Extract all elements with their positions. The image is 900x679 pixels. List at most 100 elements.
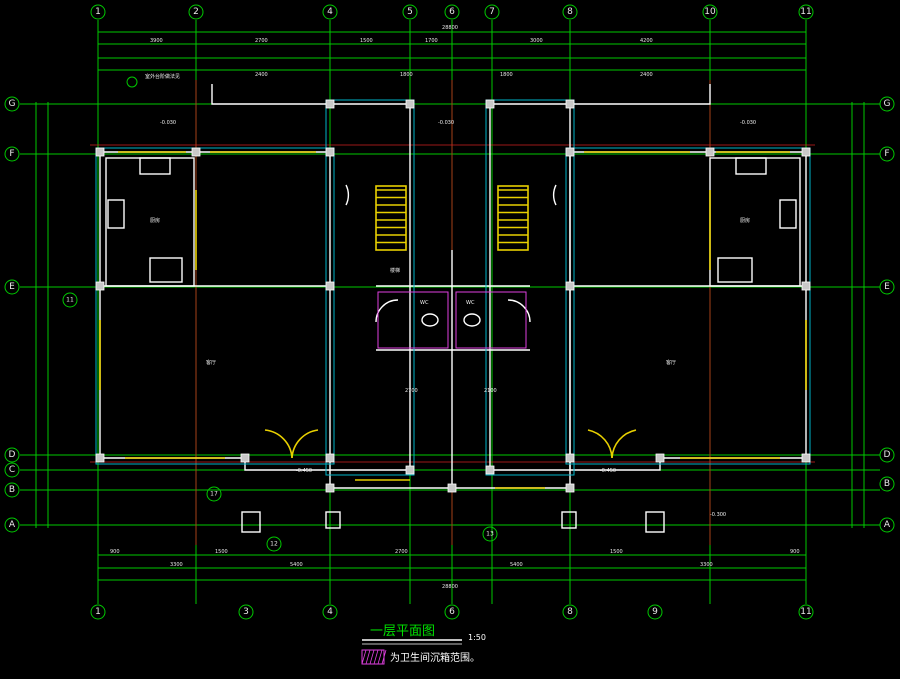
bottom-dim-1: 3300 <box>170 562 183 568</box>
column <box>801 453 811 463</box>
axis-top-11: 11 <box>800 7 811 17</box>
axis-bubbles-top: 1 2 4 5 6 7 8 10 11 <box>90 4 814 20</box>
axis-top-10: 10 <box>704 7 716 17</box>
detail-markers: 11 17 12 13 <box>62 76 498 552</box>
axis-top-4: 4 <box>327 7 333 17</box>
column <box>565 483 575 493</box>
axis-top-5: 5 <box>407 7 413 17</box>
bottom-sub-dim-1: 900 <box>110 549 120 555</box>
elevation-right: -0.030 <box>740 120 756 126</box>
room-wc-right: WC <box>466 300 475 306</box>
dimension-texts: 28800 28800 3900 2700 1500 1700 3000 420… <box>110 25 800 590</box>
column <box>705 147 715 157</box>
axis-bottom-6: 6 <box>449 607 455 617</box>
top-dim-5: 3000 <box>530 38 543 44</box>
elevation-outside: -0.300 <box>710 512 726 518</box>
axis-right-E: E <box>884 282 890 292</box>
column <box>325 453 335 463</box>
drawing-title: 一层平面图 <box>370 624 435 639</box>
elevation-left: -0.030 <box>160 120 176 126</box>
note-outdoor-steps: 室外台阶做法见 <box>145 73 180 80</box>
column <box>801 281 811 291</box>
room-kitchen-right: 厨房 <box>740 217 750 224</box>
axis-top-6: 6 <box>449 7 455 17</box>
top-dim-1: 3900 <box>150 38 163 44</box>
column <box>95 453 105 463</box>
detail-mark-13: 13 <box>486 531 494 538</box>
column <box>565 99 575 109</box>
axis-bubbles-bottom: 1 3 4 6 8 9 11 <box>90 604 814 620</box>
legend-hatch-line <box>361 649 367 665</box>
column <box>191 147 201 157</box>
top-dim-6: 4200 <box>640 38 653 44</box>
column <box>565 281 575 291</box>
room-labels: -0.030 -0.030 -0.030 -0.450 -0.450 -0.30… <box>145 73 756 518</box>
structural-columns <box>95 99 811 493</box>
room-living-left: 客厅 <box>206 359 216 366</box>
axis-bottom-1: 1 <box>95 607 101 617</box>
axis-left-B: B <box>9 485 15 495</box>
axis-top-2: 2 <box>193 7 199 17</box>
top-mid-dim-1: 2400 <box>255 72 268 78</box>
room-living-right: 客厅 <box>666 359 676 366</box>
column <box>405 465 415 475</box>
bottom-dim-4: 3300 <box>700 562 713 568</box>
stairs <box>375 185 529 251</box>
top-dim-4: 1700 <box>425 38 438 44</box>
column <box>801 147 811 157</box>
room-kitchen-left: 厨房 <box>150 217 160 224</box>
top-mid-dim-2: 1800 <box>400 72 413 78</box>
overall-bottom-dim: 28800 <box>442 584 458 590</box>
axis-bubbles-left: G F E D C B A <box>4 96 20 533</box>
axis-left-A: A <box>9 520 16 530</box>
axis-left-G: G <box>9 99 16 109</box>
axis-right-G: G <box>884 99 891 109</box>
column <box>485 99 495 109</box>
column <box>325 147 335 157</box>
column <box>325 99 335 109</box>
axis-right-A: A <box>884 520 891 530</box>
axis-left-D: D <box>9 450 16 460</box>
detail-mark-11: 11 <box>66 297 74 304</box>
title-block: 一层平面图 1:50 为卫生间沉箱范围。 <box>361 624 486 665</box>
elevation-mid: -0.030 <box>438 120 454 126</box>
legend-text: 为卫生间沉箱范围。 <box>390 651 480 664</box>
axis-bottom-4: 4 <box>327 607 333 617</box>
column <box>565 453 575 463</box>
axis-bottom-9: 9 <box>652 607 658 617</box>
axis-right-D: D <box>884 450 891 460</box>
top-dim-2: 2700 <box>255 38 268 44</box>
column <box>447 483 457 493</box>
legend-hatch-line <box>365 649 371 665</box>
bottom-sub-dim-3: 2700 <box>395 549 408 555</box>
bottom-sub-dim-4: 1500 <box>610 549 623 555</box>
column <box>95 281 105 291</box>
dimension-lines <box>35 31 865 581</box>
legend-hatch-line <box>369 649 375 665</box>
axis-bubbles-right: G F E D B A <box>879 96 895 533</box>
bottom-dim-3: 5400 <box>510 562 523 568</box>
axis-right-F: F <box>884 149 889 159</box>
bottom-sub-dim-5: 900 <box>790 549 800 555</box>
legend-hatch-line <box>381 649 387 665</box>
overall-top-dim: 28800 <box>442 25 458 31</box>
column <box>405 99 415 109</box>
fixtures <box>107 157 797 533</box>
bottom-dim-2: 5400 <box>290 562 303 568</box>
top-mid-dim-3: 1800 <box>500 72 513 78</box>
axis-top-1: 1 <box>95 7 101 17</box>
dim-2100-label: 2100 <box>484 388 497 394</box>
top-mid-dim-4: 2400 <box>640 72 653 78</box>
axis-left-F: F <box>9 149 14 159</box>
column <box>655 453 665 463</box>
axis-top-8: 8 <box>567 7 573 17</box>
axis-top-7: 7 <box>489 7 495 17</box>
axis-left-E: E <box>9 282 15 292</box>
room-wc-left: WC <box>420 300 429 306</box>
drawing-scale: 1:50 <box>468 633 486 642</box>
axis-right-B: B <box>884 479 890 489</box>
detail-mark-12: 12 <box>270 541 278 548</box>
